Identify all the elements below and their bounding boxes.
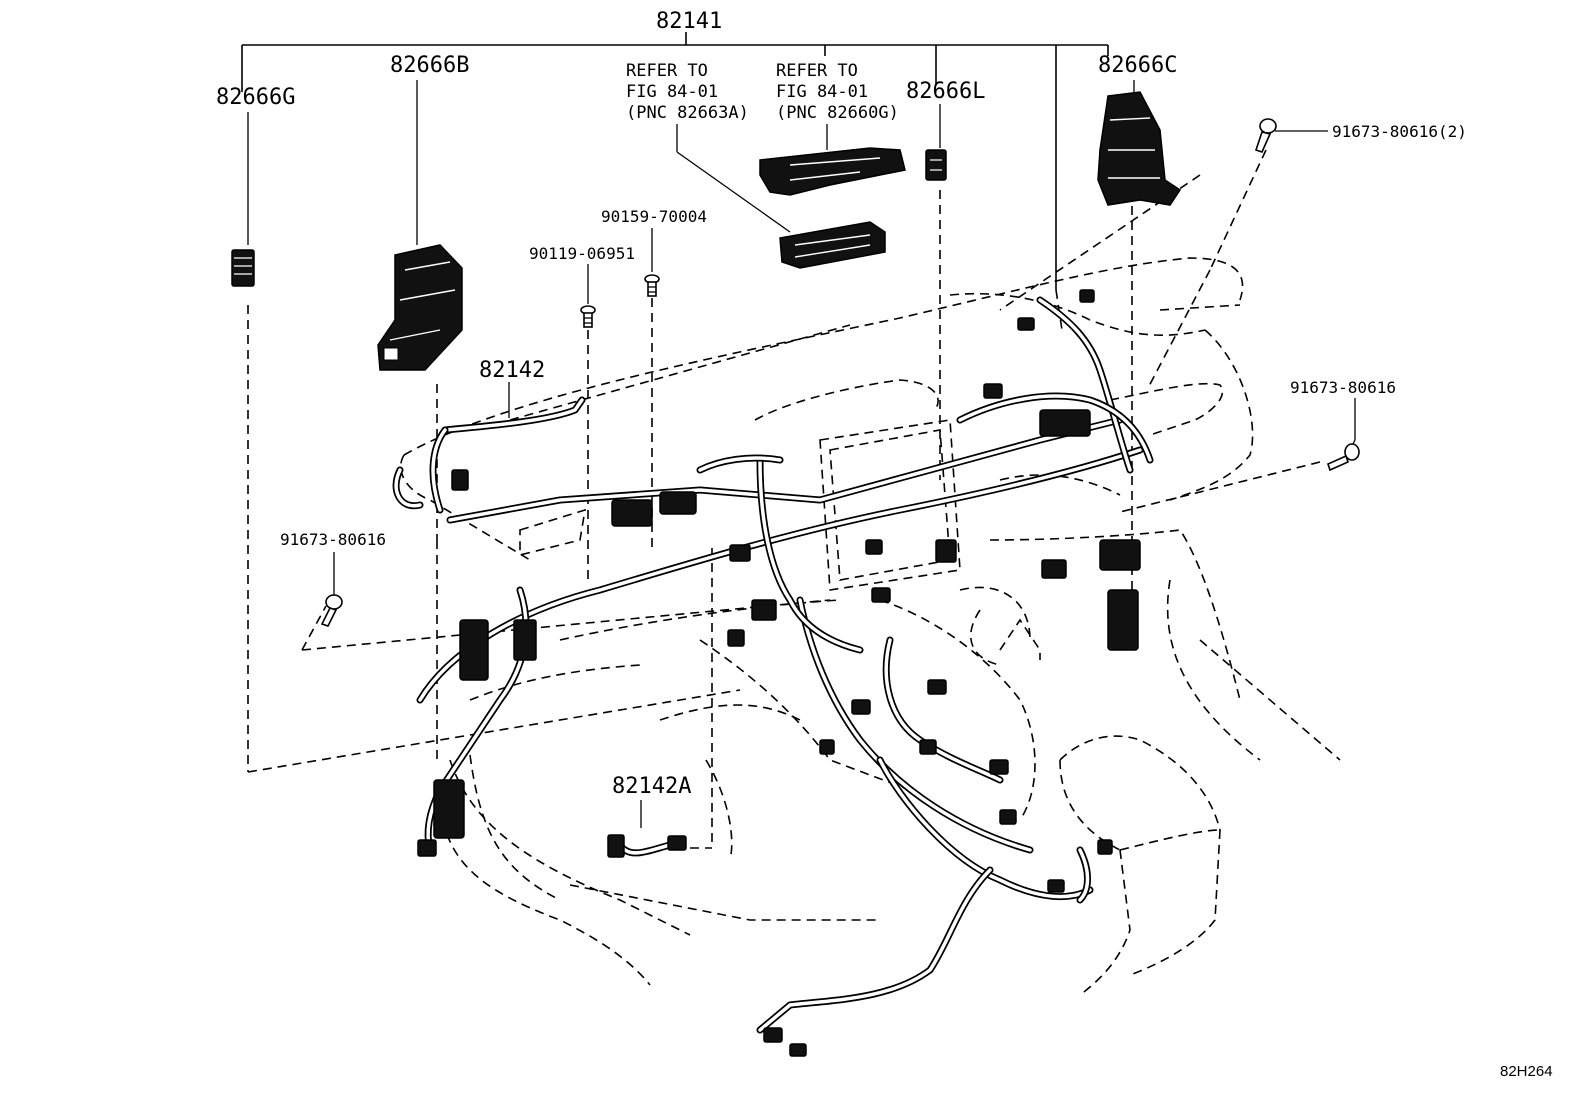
refer-note-b: REFER TO FIG 84-01 (PNC 82660G) (776, 61, 899, 123)
main-harness-82141 (416, 296, 1154, 1034)
label-82666g: 82666G (216, 85, 295, 110)
refer-part-82660g (759, 147, 906, 196)
refer-note-a: REFER TO FIG 84-01 (PNC 82663A) (626, 61, 749, 123)
label-82666l: 82666L (906, 79, 985, 104)
callout-bracket-82141 (241, 32, 1109, 290)
connector-82142a-right (667, 835, 687, 851)
block-82666b (377, 244, 463, 371)
refer-a-line-2: FIG 84-01 (626, 82, 718, 102)
screw-90119 (580, 305, 596, 328)
block-82666l (925, 149, 947, 181)
harness-82142a (607, 834, 687, 858)
label-91673-right: 91673-80616 (1290, 378, 1396, 397)
label-82142: 82142 (479, 358, 545, 383)
refer-b-line-3: (PNC 82660G) (776, 103, 899, 123)
label-82141: 82141 (656, 9, 722, 34)
dashed-alignment-lines (247, 149, 1321, 849)
connector-82142a-left (607, 834, 625, 858)
label-82666c: 82666C (1098, 53, 1177, 78)
refer-a-line-3: (PNC 82663A) (626, 103, 749, 123)
bolt-91673-right (1327, 443, 1360, 472)
refer-part-82663a (779, 221, 886, 269)
refer-b-line-2: FIG 84-01 (776, 82, 868, 102)
bolt-91673-right-top (1254, 118, 1277, 153)
label-82142a: 82142A (612, 774, 691, 799)
harness-connectors (417, 289, 1141, 1057)
label-90119: 90119-06951 (529, 244, 635, 263)
label-90159: 90159-70004 (601, 207, 707, 226)
refer-a-line-1: REFER TO (626, 61, 708, 81)
label-91673-left: 91673-80616 (280, 530, 386, 549)
screw-90159 (644, 274, 660, 297)
bolt-91673-left (320, 594, 343, 627)
label-91673-right-top: 91673-80616(2) (1332, 122, 1467, 141)
figure-code: 82H264 (1500, 1063, 1553, 1080)
block-82666c (1097, 91, 1182, 206)
refer-b-line-1: REFER TO (776, 61, 858, 81)
block-82666g (231, 249, 255, 287)
label-82666b: 82666B (390, 53, 469, 78)
harness-82142 (392, 396, 586, 514)
